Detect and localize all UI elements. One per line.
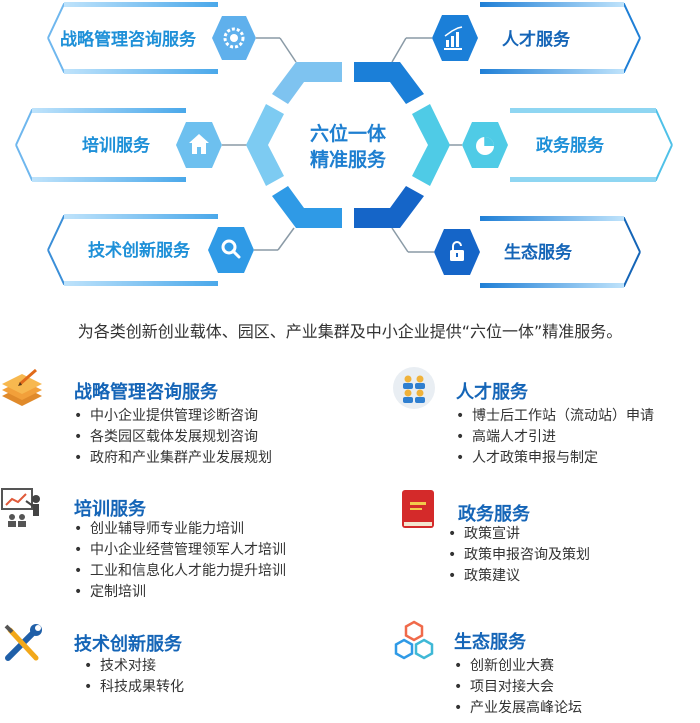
pie-chart-icon	[476, 137, 494, 155]
section-training-list: 创业辅导师专业能力培训 中小企业经营管理领军人才培训 工业和信息化人才能力提升培…	[74, 519, 286, 603]
magnifier-icon	[221, 239, 241, 259]
section-gov-list: 政策宣讲 政策申报咨询及策划 政策建议	[448, 524, 590, 587]
node-training: 培训服务	[15, 108, 248, 182]
list-item: 定制培训	[74, 582, 286, 603]
node-strategy: 战略管理咨询服务	[47, 2, 297, 74]
six-in-one-diagram: 战略管理咨询服务 培训服务 技术创新服务	[15, 2, 673, 288]
node-talent: 人才服务	[391, 2, 641, 74]
node-strategy-label: 战略管理咨询服务	[60, 29, 197, 50]
node-gov-label: 政务服务	[536, 135, 605, 156]
center-line-2: 精准服务	[310, 148, 387, 171]
list-item: 高端人才引进	[456, 427, 654, 448]
section-training: 培训服务 创业辅导师专业能力培训 中小企业经营管理领军人才培训 工业和信息化人才…	[0, 485, 340, 605]
layers-pencil-icon	[2, 368, 42, 406]
intro-text: 为各类创新创业载体、园区、产业集群及中小企业提供“六位一体”精准服务。	[77, 322, 623, 341]
section-strategy: 战略管理咨询服务 中小企业提供管理诊断咨询 各类园区载体发展规划咨询 政府和产业…	[0, 366, 340, 476]
section-eco-title: 生态服务	[454, 632, 526, 653]
chart-icon	[444, 26, 463, 50]
hex-tech	[208, 227, 254, 273]
section-tech-title: 技术创新服务	[74, 634, 182, 655]
node-tech: 技术创新服务	[47, 214, 295, 286]
list-item: 政策申报咨询及策划	[448, 545, 590, 566]
list-item: 中小企业提供管理诊断咨询	[74, 406, 272, 427]
house-icon	[189, 134, 209, 154]
node-eco: 生态服务	[391, 216, 641, 288]
section-tech-list: 技术对接 科技成果转化	[84, 656, 184, 698]
node-talent-label: 人才服务	[502, 29, 571, 50]
hex-talent	[432, 15, 478, 61]
wrench-screwdriver-icon	[4, 624, 42, 661]
list-item: 创新创业大赛	[454, 656, 582, 677]
center-hexagon: 六位一体 精准服务	[246, 62, 450, 228]
list-item: 各类园区载体发展规划咨询	[74, 427, 272, 448]
section-gov: 政务服务 政策宣讲 政策申报咨询及策划 政策建议	[398, 486, 698, 586]
node-gov: 政务服务	[436, 108, 673, 182]
section-strategy-title: 战略管理咨询服务	[74, 382, 218, 403]
list-item: 政策宣讲	[448, 524, 590, 545]
team-icon	[393, 367, 435, 409]
red-book-icon	[402, 490, 434, 528]
gear-icon	[223, 27, 245, 49]
section-strategy-list: 中小企业提供管理诊断咨询 各类园区载体发展规划咨询 政府和产业集群产业发展规划	[74, 406, 272, 469]
list-item: 人才政策申报与制定	[456, 448, 654, 469]
presentation-icon	[1, 488, 40, 527]
list-item: 科技成果转化	[84, 677, 184, 698]
lock-icon	[450, 241, 464, 261]
list-item: 政府和产业集群产业发展规划	[74, 448, 272, 469]
hexagons-icon	[394, 620, 434, 660]
section-talent-list: 博士后工作站（流动站）申请 高端人才引进 人才政策申报与制定	[456, 406, 654, 469]
list-item: 项目对接大会	[454, 677, 582, 698]
node-training-label: 培训服务	[82, 135, 151, 156]
section-talent-title: 人才服务	[456, 382, 528, 403]
list-item: 博士后工作站（流动站）申请	[456, 406, 654, 427]
center-line-1: 六位一体	[310, 122, 387, 145]
list-item: 政策建议	[448, 566, 590, 587]
list-item: 产业发展高峰论坛	[454, 698, 582, 719]
node-eco-label: 生态服务	[504, 242, 573, 263]
list-item: 创业辅导师专业能力培训	[74, 519, 286, 540]
section-talent: 人才服务 博士后工作站（流动站）申请 高端人才引进 人才政策申报与制定	[392, 366, 697, 476]
node-tech-label: 技术创新服务	[88, 240, 191, 261]
section-eco: 生态服务 创新创业大赛 项目对接大会 产业发展高峰论坛	[392, 620, 697, 720]
section-training-title: 培训服务	[74, 499, 146, 520]
section-gov-title: 政务服务	[458, 504, 530, 525]
list-item: 中小企业经营管理领军人才培训	[74, 540, 286, 561]
list-item: 工业和信息化人才能力提升培训	[74, 561, 286, 582]
list-item: 技术对接	[84, 656, 184, 677]
section-tech: 技术创新服务 技术对接 科技成果转化	[0, 622, 340, 712]
section-eco-list: 创新创业大赛 项目对接大会 产业发展高峰论坛	[454, 656, 582, 719]
